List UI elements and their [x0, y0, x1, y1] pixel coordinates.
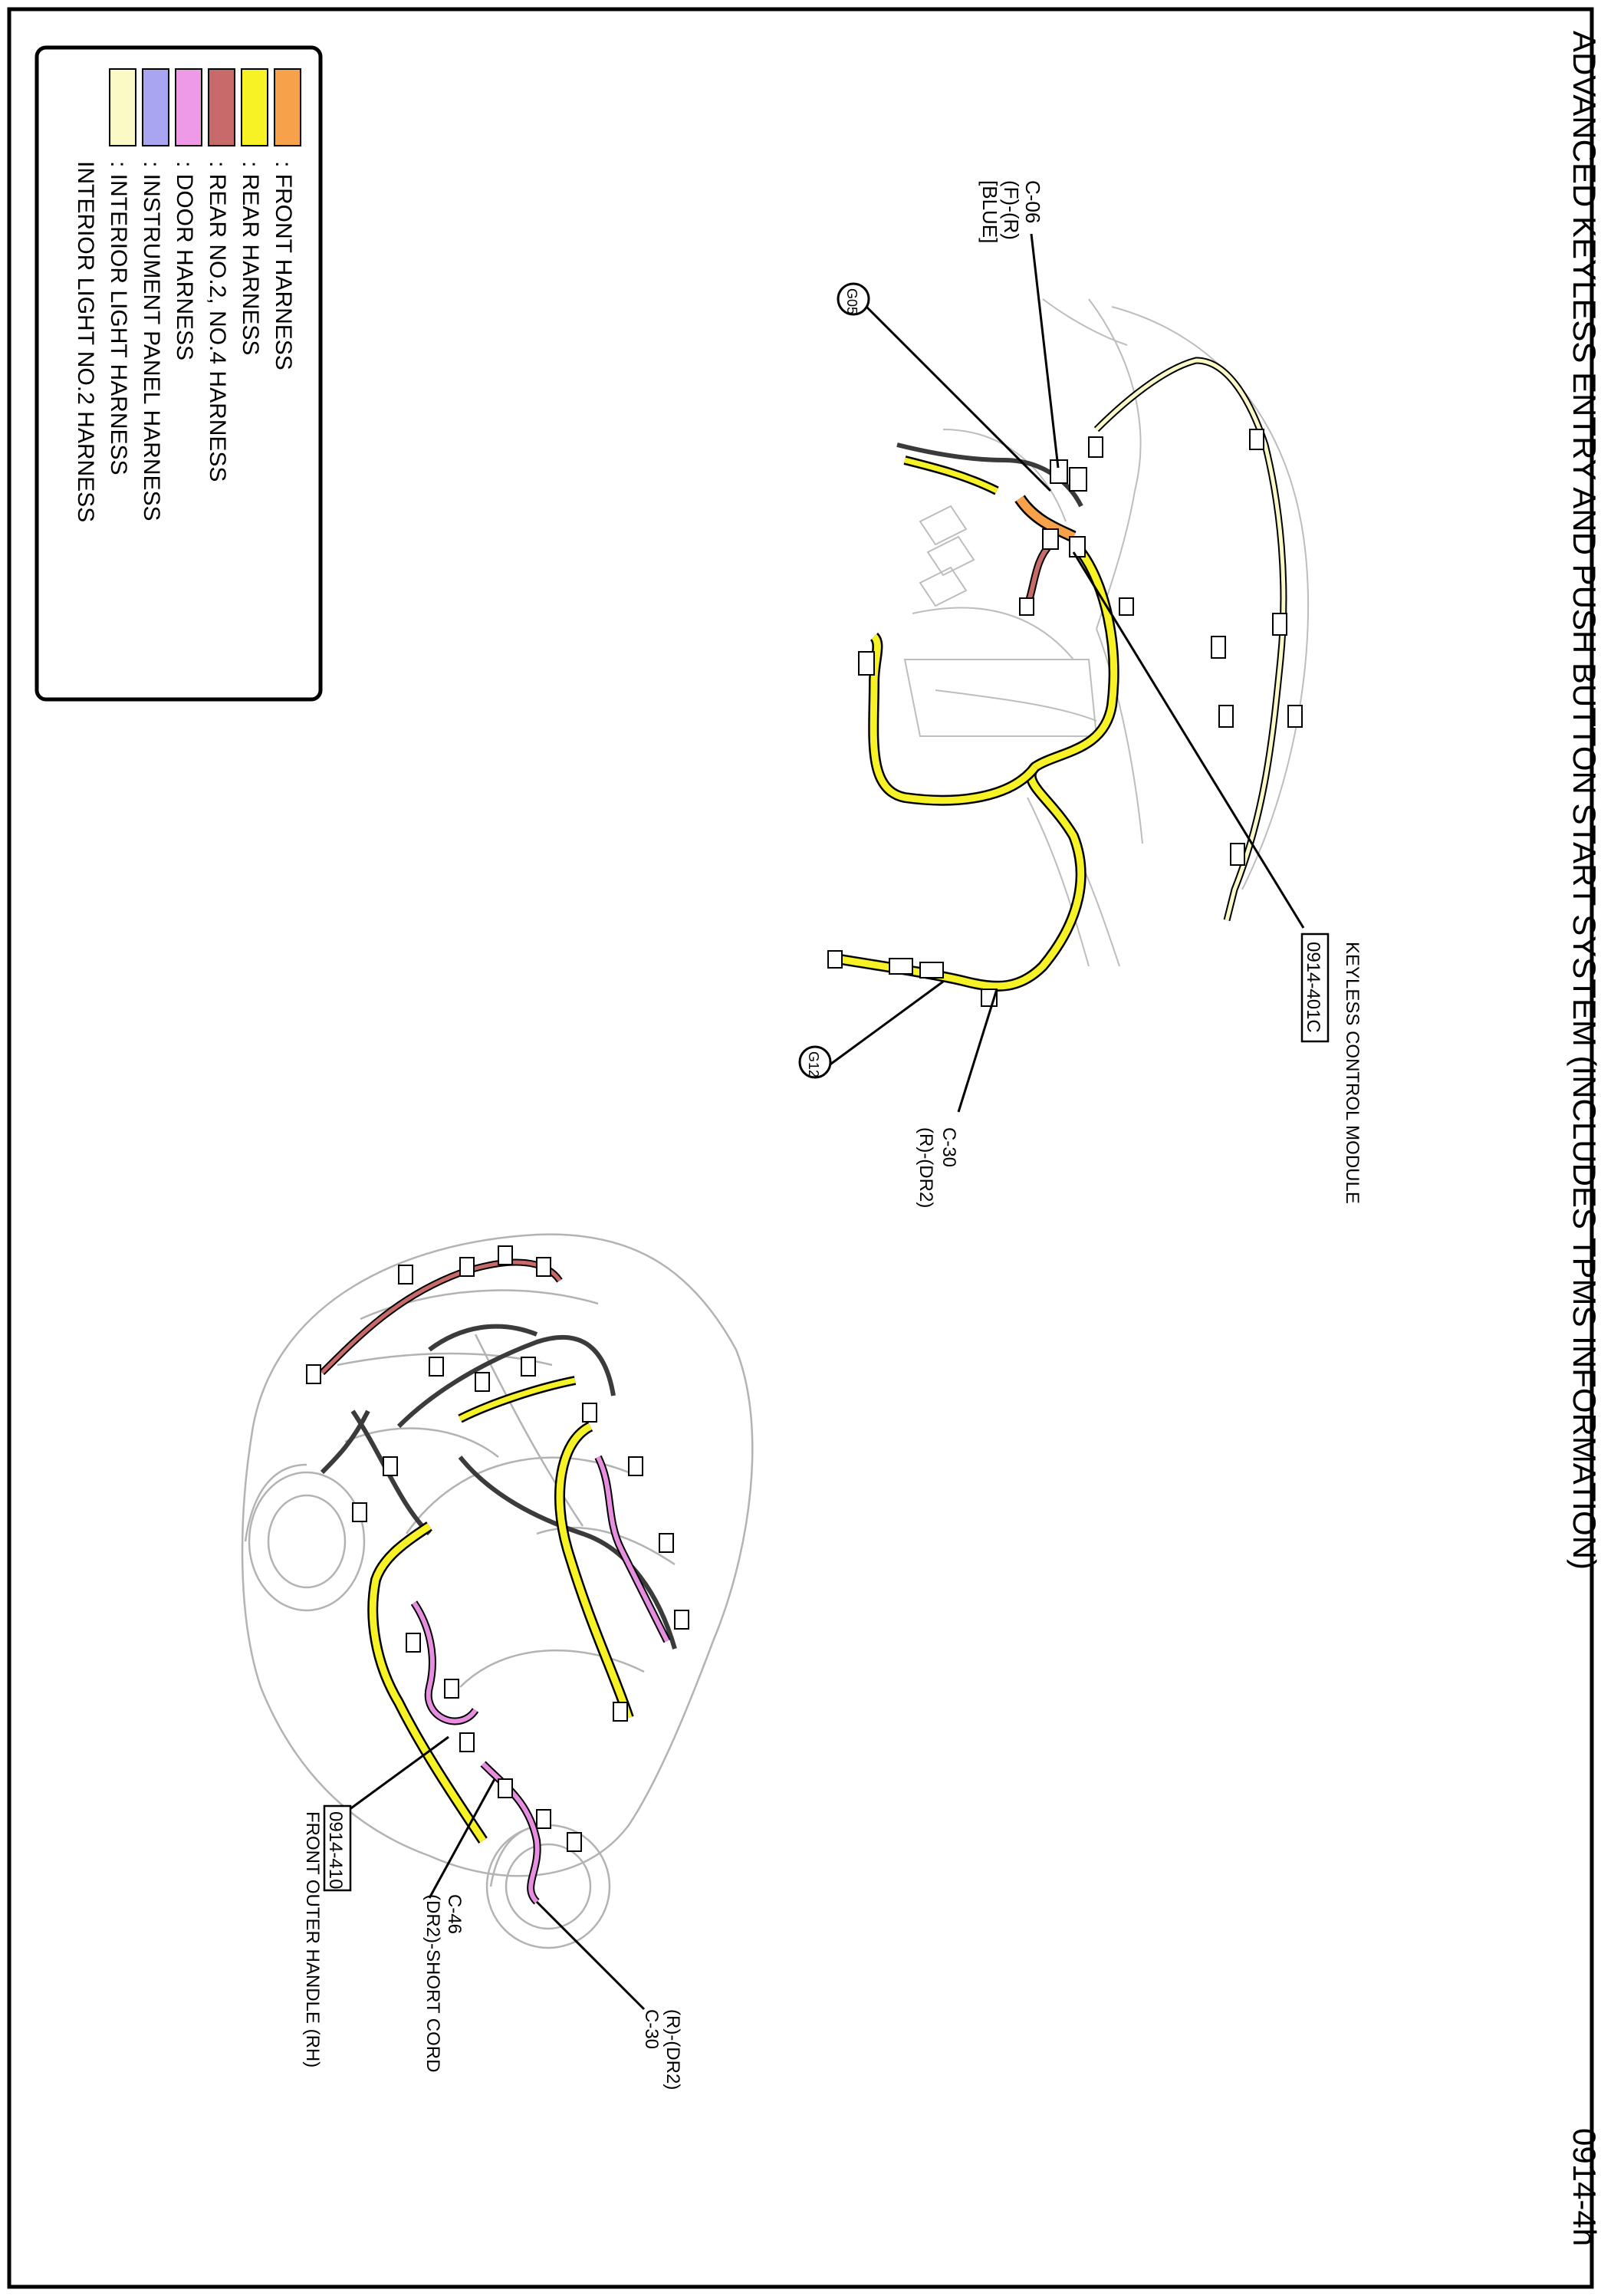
- module-ref-label: 0914-401C: [1303, 942, 1323, 1033]
- top-c30-line2: (R)-(DR2): [916, 1127, 936, 1208]
- bottom-connectors: [306, 1245, 689, 1852]
- c46-line1: C-46: [444, 1894, 465, 1934]
- handle-ref-label: 0914-410: [325, 1811, 346, 1889]
- g05-label: G05: [844, 288, 860, 314]
- top-c30-line1: C-30: [939, 1127, 959, 1167]
- legend-swatch-5: [109, 68, 136, 146]
- legend-swatch-1: [241, 68, 268, 146]
- g12-ground-marker: G12: [798, 1045, 832, 1079]
- front-outer-handle-callout: 0914-410 FRONT OUTER HANDLE (RH): [302, 1804, 352, 2067]
- legend-label-3: : DOOR HARNESS: [172, 161, 197, 360]
- top-connectors: [827, 429, 1303, 1007]
- top-leader-lines: [827, 233, 1305, 1113]
- legend-label-0: : FRONT HARNESS: [271, 161, 296, 370]
- legend-swatch-3: [175, 68, 202, 146]
- c06-line1: C-06: [1021, 180, 1044, 223]
- page-border: [7, 7, 1594, 2289]
- legend-label-2: : REAR NO.2, NO.4 HARNESS: [205, 161, 230, 482]
- top-c30-callout: C-30 (R)-(DR2): [916, 1127, 959, 1208]
- c46-callout: C-46 (DR2)-SHORT CORD: [422, 1894, 465, 2072]
- legend-label-4: : INSTRUMENT PANEL HARNESS: [139, 161, 164, 521]
- bottom-leader-lines: [348, 1735, 646, 2011]
- bottom-c30-callout: (R)-(DR2) C-30: [641, 2009, 683, 2090]
- top-rear-harness-branch: [868, 633, 1040, 806]
- c06-callout: C-06 (F)-(R) [BLUE]: [978, 180, 1044, 243]
- c06-line3: [BLUE]: [978, 180, 1001, 243]
- bottom-c30-line2: C-30: [641, 2009, 662, 2049]
- bottom-rear2-harness: [319, 1258, 563, 1376]
- bottom-vehicle-view: 0914-410 FRONT OUTER HANDLE (RH) C-46 (D…: [241, 1233, 754, 2090]
- legend-frame: [35, 45, 323, 702]
- page-code: 0914-4h: [1566, 2128, 1601, 2246]
- page-title: ADVANCED KEYLESS ENTRY AND PUSH BUTTON S…: [1566, 31, 1601, 1570]
- legend: : FRONT HARNESS : REAR HARNESS : REAR NO.2…: [35, 45, 323, 702]
- legend-swatch-0: [274, 68, 301, 146]
- keyless-module-callout: 0914-401C KEYLESS CONTROL MODULE: [1300, 933, 1363, 1204]
- legend-swatch-4: [142, 68, 169, 146]
- c06-line2: (F)-(R): [1000, 180, 1023, 240]
- bottom-dark-harnesses: [320, 1324, 677, 1650]
- bottom-c30-line1: (R)-(DR2): [662, 2009, 683, 2090]
- module-ref-box: [1300, 933, 1330, 1043]
- bottom-rear-harness-a: [554, 1421, 634, 1720]
- legend-label-6: INTERIOR LIGHT NO.2 HARNESS: [73, 161, 98, 522]
- handle-ref-box: [323, 1804, 352, 1892]
- legend-label-1: : REAR HARNESS: [238, 161, 263, 355]
- legend-label-5: : INTERIOR LIGHT HARNESS: [106, 161, 131, 475]
- top-body-outline: [903, 298, 1310, 967]
- c46-line2: (DR2)-SHORT CORD: [422, 1894, 443, 2072]
- handle-name-label: FRONT OUTER HANDLE (RH): [302, 1811, 323, 2067]
- top-vehicle-view: G05 G12 C-06 (F)-(R) [BLUE] 0914-401C KE…: [798, 180, 1363, 1208]
- legend-swatch-2: [208, 68, 235, 146]
- module-name-label: KEYLESS CONTROL MODULE: [1342, 942, 1363, 1204]
- g12-label: G12: [806, 1051, 821, 1077]
- g05-ground-marker: G05: [837, 282, 870, 316]
